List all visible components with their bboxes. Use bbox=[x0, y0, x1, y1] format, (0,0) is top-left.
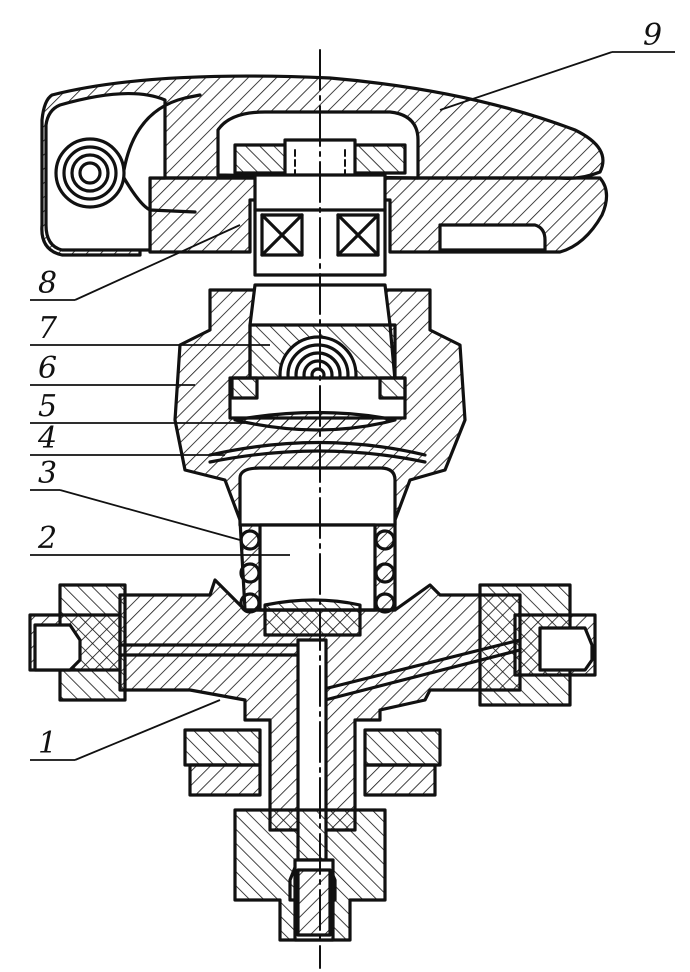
mounting-nuts bbox=[183, 728, 442, 797]
label-1: 1 bbox=[38, 726, 57, 761]
left-fitting bbox=[28, 583, 127, 702]
label-3: 3 bbox=[38, 456, 57, 491]
leader-lines bbox=[30, 51, 675, 761]
label-7: 7 bbox=[38, 311, 58, 346]
label-9: 9 bbox=[643, 18, 662, 53]
label-5: 5 bbox=[38, 389, 57, 424]
stem-top bbox=[233, 138, 407, 182]
right-fitting bbox=[478, 583, 597, 707]
torsion-spring bbox=[54, 93, 202, 214]
label-4: 4 bbox=[37, 421, 57, 456]
label-8: 8 bbox=[38, 266, 57, 301]
outlet-fitting bbox=[233, 808, 387, 942]
piston-spring bbox=[239, 529, 396, 614]
bearing-block bbox=[253, 173, 387, 277]
label-2: 2 bbox=[37, 521, 57, 556]
part-labels: 9 8 7 6 5 4 3 2 1 bbox=[37, 18, 662, 761]
label-6: 6 bbox=[38, 351, 57, 386]
